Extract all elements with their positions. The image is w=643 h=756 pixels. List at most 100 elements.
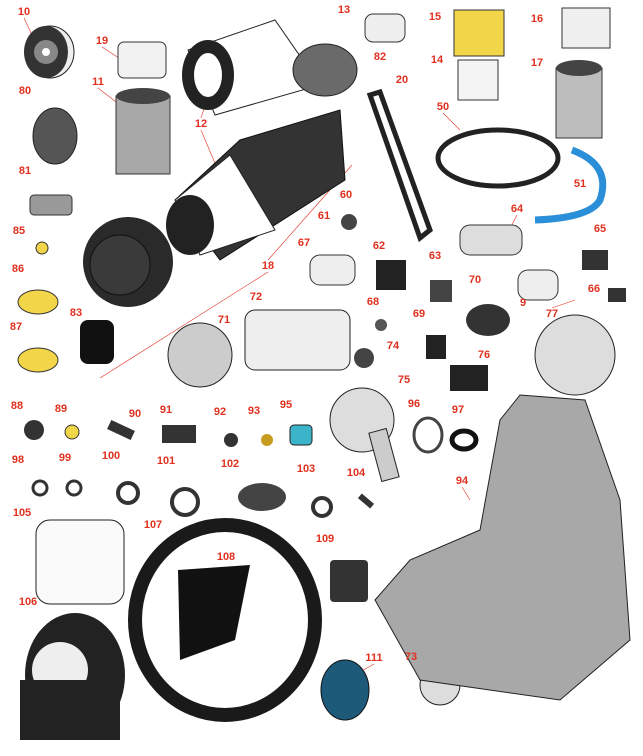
callout-label: 81 xyxy=(18,165,32,177)
callout-label: 88 xyxy=(10,400,24,412)
callout-label: 12 xyxy=(194,118,208,130)
callout-label: 111 xyxy=(365,652,383,664)
part-70 xyxy=(466,304,510,336)
callout-label: 11 xyxy=(92,76,104,88)
part-90 xyxy=(107,419,135,441)
callout-label: 74 xyxy=(386,340,400,352)
part-85 xyxy=(35,241,49,255)
part-89 xyxy=(64,424,80,440)
part-95 xyxy=(289,424,313,446)
part-76 xyxy=(450,365,488,391)
callout-label: 63 xyxy=(428,250,442,262)
callout-label: 94 xyxy=(455,475,469,487)
part-66 xyxy=(608,288,626,302)
callout-label: 65 xyxy=(593,223,607,235)
callout-label: 70 xyxy=(468,274,482,286)
part-74-thermostat xyxy=(354,348,374,368)
callout-label: 96 xyxy=(407,398,421,410)
part-20-belt xyxy=(366,88,433,243)
callout-label: 64 xyxy=(510,203,524,215)
callout-label: 17 xyxy=(530,57,544,69)
part-111-pulley xyxy=(320,659,370,721)
part-65 xyxy=(582,250,608,270)
callout-label: 75 xyxy=(397,374,411,386)
part-99-clamp xyxy=(65,479,83,497)
part-62-relay xyxy=(376,260,406,290)
part-100-clamp xyxy=(116,481,140,505)
part-11-oil-filter xyxy=(115,88,171,175)
callout-label: 107 xyxy=(143,519,163,531)
callout-label: 16 xyxy=(530,13,544,25)
part-75-water-pump xyxy=(329,387,400,483)
part-69-switch xyxy=(426,335,446,359)
callout-label: 83 xyxy=(69,307,83,319)
part-50-belt xyxy=(435,127,561,189)
callout-label: 71 xyxy=(217,314,231,326)
part-72-starter xyxy=(244,309,351,371)
part-92 xyxy=(224,433,238,447)
callout-label: 102 xyxy=(220,458,240,470)
callout-label: 101 xyxy=(156,455,176,467)
callout-label: 85 xyxy=(12,225,26,237)
callout-label: 18 xyxy=(261,260,275,272)
callout-label: 72 xyxy=(249,291,263,303)
part-102-mount xyxy=(238,483,286,511)
callout-label: 95 xyxy=(279,399,293,411)
callout-label: 14 xyxy=(430,54,444,66)
part-77-alternator xyxy=(534,314,616,396)
part-16-bracket xyxy=(561,7,611,49)
callout-label: 109 xyxy=(315,533,335,545)
part-109 xyxy=(330,560,368,602)
callout-label: 105 xyxy=(12,507,32,519)
part-9-solenoid xyxy=(517,269,559,301)
callout-label: 73 xyxy=(404,651,418,663)
callout-label: 62 xyxy=(372,240,386,252)
callout-label: 86 xyxy=(11,263,25,275)
callout-label: 108 xyxy=(216,551,236,563)
part-98-clamp xyxy=(31,479,49,497)
part-air-cleaner-assembly xyxy=(166,109,346,261)
callout-label: 103 xyxy=(296,463,316,475)
callout-label: 10 xyxy=(17,6,31,18)
part-93 xyxy=(261,434,273,446)
part-60 xyxy=(341,214,357,230)
part-88 xyxy=(24,420,44,440)
part-13-fuel-filter xyxy=(364,13,406,43)
part-12-air-filter xyxy=(182,19,321,116)
callout-label: 51 xyxy=(573,178,587,190)
part-15-water-separator xyxy=(453,9,505,101)
callout-label: 80 xyxy=(18,85,32,97)
callout-label: 100 xyxy=(101,450,121,462)
part-91 xyxy=(162,425,196,443)
callout-label: 99 xyxy=(58,452,72,464)
callout-label: 92 xyxy=(213,406,227,418)
part-17-fuel-filter xyxy=(555,60,603,139)
callout-label: 97 xyxy=(451,404,465,416)
part-19-filter-head xyxy=(117,41,167,79)
callout-label: 91 xyxy=(159,404,173,416)
part-87-bearing xyxy=(17,347,59,373)
callout-label: 82 xyxy=(373,51,387,63)
callout-label: 104 xyxy=(346,467,366,479)
callout-label: 20 xyxy=(395,74,409,86)
callout-label: 50 xyxy=(436,101,450,113)
part-51-hose xyxy=(534,146,607,224)
part-86-bearing xyxy=(17,289,59,315)
callout-label: 87 xyxy=(9,321,23,333)
part-63 xyxy=(430,280,452,302)
callout-label: 19 xyxy=(95,35,109,47)
part-81-gasket xyxy=(29,194,73,216)
callout-label: 67 xyxy=(297,237,311,249)
callout-label: 69 xyxy=(412,308,426,320)
part-67-fuel-pump xyxy=(309,254,356,286)
part-107-steering-wheel xyxy=(128,518,322,722)
callout-label: 93 xyxy=(247,405,261,417)
part-83-housing xyxy=(80,217,173,364)
callout-label: 60 xyxy=(339,189,353,201)
part-103-clamp xyxy=(311,496,333,518)
callout-label: 66 xyxy=(587,283,601,295)
part-104 xyxy=(357,493,375,509)
part-10-pulley xyxy=(24,25,75,79)
